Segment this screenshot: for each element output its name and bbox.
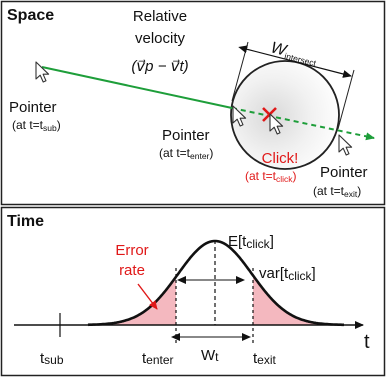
- t-enter-label: t: [142, 350, 147, 367]
- error-rate-arrow: [137, 283, 158, 310]
- t-enter-label-subscript: enter: [146, 353, 173, 367]
- variance-label-subscript: click: [288, 269, 312, 283]
- expectation-label: E[t: [228, 233, 247, 250]
- pointer-enter-label: Pointer: [162, 127, 210, 144]
- trajectory-line: [41, 66, 233, 109]
- svg-text:(at t=tclick): (at t=tclick): [245, 169, 297, 184]
- error-rate-left-tail: [88, 276, 176, 325]
- error-rate-right-tail: [253, 275, 344, 325]
- svg-text:(at t=texit): (at t=texit): [313, 184, 361, 199]
- t-exit-label: t: [253, 350, 258, 367]
- time-panel-frame: [0, 206, 386, 377]
- space-panel: Space Relative velocity (v⃗p − v⃗t) Wint…: [0, 0, 386, 206]
- t-exit-label-subscript: exit: [257, 353, 276, 367]
- variance-label-close: ]: [312, 265, 316, 282]
- error-rate-label-2: rate: [119, 262, 145, 279]
- pointer-exit-time: (at t=t: [313, 184, 345, 198]
- svg-text:(at t=tenter): (at t=tenter): [159, 146, 213, 161]
- time-axis-label: t: [364, 331, 370, 353]
- pointer-sub-time-close: ): [57, 118, 61, 132]
- t-sub-label-subscript: sub: [44, 353, 64, 367]
- click-time: (at t=t: [245, 169, 277, 183]
- svg-text:texit: texit: [253, 350, 277, 367]
- relative-velocity-formula: (v⃗p − v⃗t): [131, 58, 188, 75]
- click-time-subscript: click: [276, 174, 293, 184]
- w-t-label-subscript: t: [215, 350, 219, 364]
- w-t-label: W: [201, 347, 216, 364]
- trajectory-dashed: [231, 107, 375, 141]
- svg-text:var[tclick]: var[tclick]: [259, 265, 316, 283]
- click-time-distribution-curve: [87, 239, 344, 327]
- relative-velocity-label-2: velocity: [135, 30, 186, 47]
- time-panel-title: Time: [7, 213, 44, 230]
- variance-label: var[t: [259, 265, 289, 282]
- space-panel-title: Space: [7, 7, 54, 24]
- relative-velocity-label: Relative: [133, 8, 187, 25]
- pointer-enter-time: (at t=t: [159, 146, 191, 160]
- click-label: Click!: [262, 150, 299, 167]
- pointer-enter-time-subscript: enter: [190, 151, 210, 161]
- svg-text:tsub: tsub: [40, 350, 64, 367]
- click-time-close: ): [293, 169, 297, 183]
- pointer-exit-time-close: ): [357, 184, 361, 198]
- svg-text:Wt: Wt: [201, 347, 219, 364]
- t-sub-label: t: [40, 350, 45, 367]
- expectation-label-close: ]: [270, 233, 274, 250]
- expectation-label-subscript: click: [246, 237, 270, 251]
- w-intersect-label: W: [269, 39, 290, 60]
- svg-text:tenter: tenter: [142, 350, 174, 367]
- pointer-exit-label: Pointer: [320, 164, 368, 181]
- svg-text:E[tclick]: E[tclick]: [228, 233, 274, 251]
- pointer-sub-time-subscript: sub: [43, 123, 57, 133]
- pointer-enter-time-close: ): [209, 146, 213, 160]
- pointer-exit-time-subscript: exit: [344, 189, 358, 199]
- time-panel: Time E[tclick] var[tclick] Error rate t …: [0, 206, 386, 377]
- svg-text:(at t=tsub): (at t=tsub): [12, 118, 61, 133]
- error-rate-label: Error: [115, 242, 148, 259]
- pointer-sub-time: (at t=t: [12, 118, 44, 132]
- pointer-sub-label: Pointer: [9, 99, 57, 116]
